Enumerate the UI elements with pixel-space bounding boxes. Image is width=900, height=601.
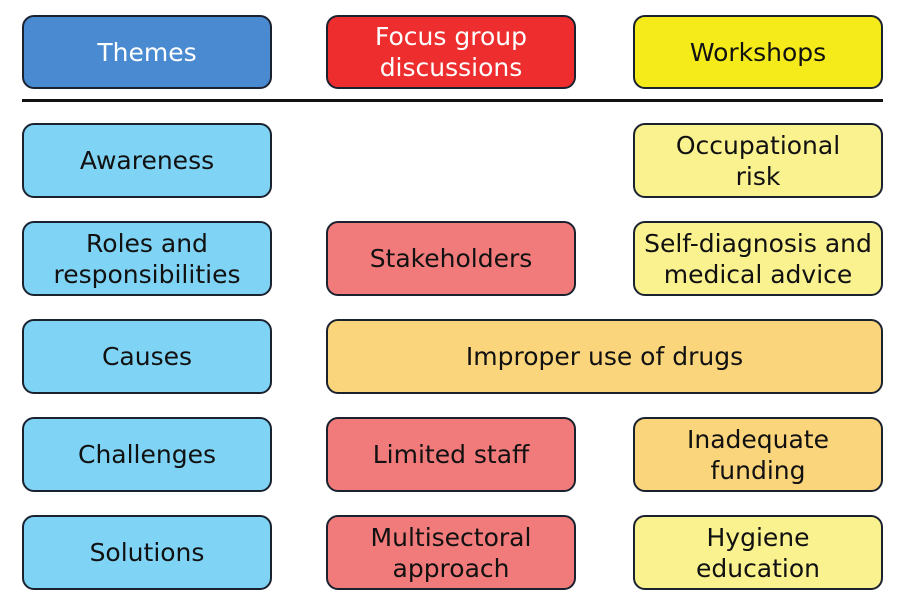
workshop-inadequate-funding: Inadequate funding xyxy=(633,417,883,492)
focus-group-header: Focus group discussions xyxy=(326,15,576,89)
workshop-occupational-risk: Occupational risk xyxy=(633,123,883,198)
theme-solutions: Solutions xyxy=(22,515,272,590)
theme-awareness: Awareness xyxy=(22,123,272,198)
focus-multisectoral-approach: Multisectoral approach xyxy=(326,515,576,590)
workshop-self-diagnosis: Self-diagnosis and medical advice xyxy=(633,221,883,296)
theme-roles-responsibilities: Roles and responsibilities xyxy=(22,221,272,296)
shared-improper-use-of-drugs: Improper use of drugs xyxy=(326,319,883,394)
theme-causes: Causes xyxy=(22,319,272,394)
workshops-header: Workshops xyxy=(633,15,883,89)
focus-limited-staff: Limited staff xyxy=(326,417,576,492)
themes-header: Themes xyxy=(22,15,272,89)
focus-stakeholders: Stakeholders xyxy=(326,221,576,296)
header-divider xyxy=(22,99,883,102)
workshop-hygiene-education: Hygiene education xyxy=(633,515,883,590)
theme-challenges: Challenges xyxy=(22,417,272,492)
